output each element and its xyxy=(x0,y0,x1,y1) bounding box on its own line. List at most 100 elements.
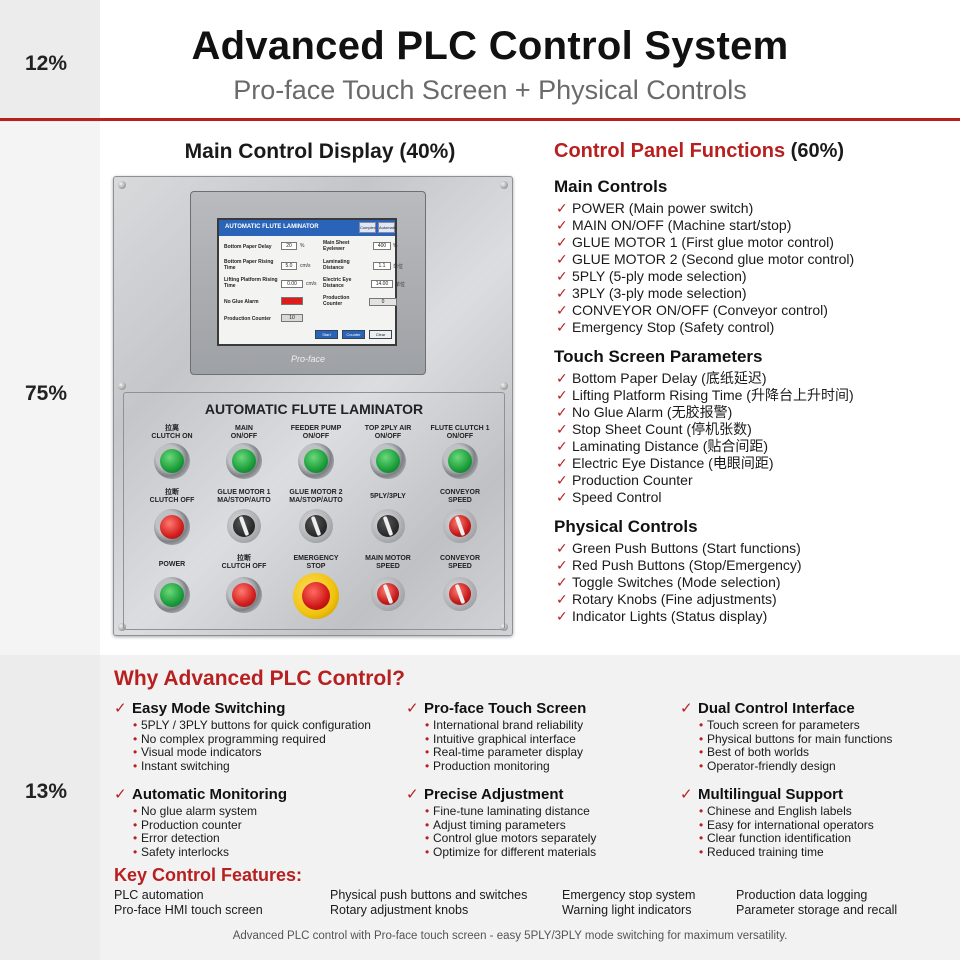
check-icon: ✓ xyxy=(556,608,568,624)
flute-clutch-1-button[interactable] xyxy=(442,443,478,479)
list-item: ✓CONVEYOR ON/OFF (Conveyor control) xyxy=(556,302,854,319)
conveyor-speed-knob-2[interactable] xyxy=(443,577,477,611)
control-label: CONVEYOR SPEED xyxy=(439,489,481,504)
list-item: Safety interlocks xyxy=(133,845,257,860)
feature-list: Touch screen for parameters Physical but… xyxy=(699,718,892,773)
list-item-text: Stop Sheet Count (停机张数) xyxy=(572,421,752,437)
list-item: ✓Stop Sheet Count (停机张数) xyxy=(556,421,854,438)
glue-motor-2-selector[interactable] xyxy=(299,509,333,543)
control-label: MAIN MOTOR SPEED xyxy=(365,555,411,570)
hmi-field-unit: 单位 xyxy=(395,282,406,288)
touch-params-title: Touch Screen Parameters xyxy=(554,347,763,366)
list-item-text: Rotary Knobs (Fine adjustments) xyxy=(572,591,777,607)
power-button[interactable] xyxy=(154,577,190,613)
check-icon: ✓ xyxy=(556,557,568,573)
list-item-text: Green Push Buttons (Start functions) xyxy=(572,540,801,556)
hmi-field-value[interactable]: 400 xyxy=(373,242,391,250)
hmi-field-label: Main Sheet Eyelewer xyxy=(323,240,350,252)
list-item: Optimize for different materials xyxy=(425,845,596,860)
hmi-field-value[interactable]: 1.1 xyxy=(373,262,391,270)
list-item-text: CONVEYOR ON/OFF (Conveyor control) xyxy=(572,302,828,318)
feeder-pump-button[interactable] xyxy=(298,443,334,479)
ply-mode-selector[interactable] xyxy=(371,509,405,543)
list-item: No complex programming required xyxy=(133,732,371,747)
clutch-on-button[interactable] xyxy=(154,443,190,479)
side-band-middle xyxy=(0,122,100,655)
hmi-field-value[interactable]: 20 xyxy=(281,242,297,250)
check-icon: ✓ xyxy=(556,370,568,386)
control-label: 拉离 CLUTCH ON xyxy=(151,425,193,440)
hmi-field-unit: % xyxy=(300,243,305,249)
list-item: Control glue motors separately xyxy=(425,831,596,846)
list-item: Adjust timing parameters xyxy=(425,818,596,833)
list-item: ✓Production Counter xyxy=(556,472,854,489)
hmi-clear-button[interactable]: Clear xyxy=(369,330,392,339)
check-icon: ✓ xyxy=(556,455,568,471)
list-item-text: Laminating Distance (贴合间距) xyxy=(572,438,769,454)
check-icon: ✓ xyxy=(406,700,419,717)
check-icon: ✓ xyxy=(556,404,568,420)
list-item-text: Speed Control xyxy=(572,489,662,505)
main-on-off-button[interactable] xyxy=(226,443,262,479)
main-motor-speed-knob[interactable] xyxy=(371,577,405,611)
glue-motor-1-selector[interactable] xyxy=(227,509,261,543)
list-item-text: Indicator Lights (Status display) xyxy=(572,608,768,624)
feature-title-text: Dual Control Interface xyxy=(698,700,855,717)
side-band-bottom xyxy=(0,655,100,960)
hmi-field-label: Bottom Paper Rising Time xyxy=(224,259,274,271)
list-item-text: Lifting Platform Rising Time (升降台上升时间) xyxy=(572,387,854,403)
side-percent-bottom: 13% xyxy=(24,780,68,803)
control-label: FEEDER PUMP ON/OFF xyxy=(290,425,342,440)
side-band-top xyxy=(0,0,100,122)
page-subtitle: Pro-face Touch Screen + Physical Control… xyxy=(233,75,747,105)
emergency-stop-button[interactable] xyxy=(293,573,339,619)
check-icon: ✓ xyxy=(406,786,419,803)
list-item: Easy for international operators xyxy=(699,818,874,833)
hmi-counter-button[interactable]: Counter xyxy=(342,330,365,339)
list-item: ✓Red Push Buttons (Stop/Emergency) xyxy=(556,557,802,574)
control-label: MAIN ON/OFF xyxy=(230,425,258,440)
control-label: POWER xyxy=(158,561,186,568)
list-item: Clear function identification xyxy=(699,831,874,846)
hmi-alarm-value[interactable]: 00 xyxy=(281,297,303,305)
side-percent-header: 12% xyxy=(24,52,68,75)
hmi-field-value[interactable]: 10 xyxy=(281,314,303,322)
key-feature-item: Parameter storage and recall xyxy=(736,903,898,917)
check-icon: ✓ xyxy=(556,234,568,250)
hmi-field-value[interactable]: 0.00 xyxy=(281,280,303,288)
hmi-title: AUTOMATIC FLUTE LAMINATOR xyxy=(225,224,319,230)
hmi-field-unit: 单位 xyxy=(393,264,404,270)
hmi-field-label: Production Counter xyxy=(323,295,350,307)
hmi-titlebar: AUTOMATIC FLUTE LAMINATOR Complex Automa… xyxy=(219,220,397,236)
feature-title: ✓Automatic Monitoring xyxy=(114,785,287,803)
list-item: ✓Indicator Lights (Status display) xyxy=(556,608,802,625)
feature-list: 5PLY / 3PLY buttons for quick configurat… xyxy=(133,718,371,773)
hmi-tab-automatic[interactable]: Automatic xyxy=(378,222,397,233)
conveyor-speed-knob[interactable] xyxy=(443,509,477,543)
top-2ply-air-button[interactable] xyxy=(370,443,406,479)
check-icon: ✓ xyxy=(556,574,568,590)
clutch-off-button-2[interactable] xyxy=(226,577,262,613)
hmi-tab-complex[interactable]: Complex xyxy=(359,222,376,233)
hmi-display: AUTOMATIC FLUTE LAMINATOR Complex Automa… xyxy=(217,218,405,346)
hmi-field-value[interactable]: 14.00 xyxy=(371,280,393,288)
control-label: EMERGENCY STOP xyxy=(293,555,339,570)
screw-icon xyxy=(118,382,126,390)
hmi-field-unit: cm/s xyxy=(300,263,311,269)
hmi-field-value[interactable]: 0 xyxy=(369,298,397,306)
feature-title: ✓Pro-face Touch Screen xyxy=(406,699,586,717)
check-icon: ✓ xyxy=(556,421,568,437)
list-item: ✓GLUE MOTOR 1 (First glue motor control) xyxy=(556,234,854,251)
screw-icon xyxy=(500,181,508,189)
hmi-start-button[interactable]: Start xyxy=(315,330,338,339)
touch-params-list: ✓Bottom Paper Delay (底纸延迟) ✓Lifting Plat… xyxy=(556,370,854,506)
check-icon: ✓ xyxy=(556,591,568,607)
feature-title: ✓Multilingual Support xyxy=(680,785,843,803)
hmi-field-label: Laminating Distance xyxy=(323,259,350,271)
list-item-text: No Glue Alarm (无胶报警) xyxy=(572,404,733,420)
check-icon: ✓ xyxy=(556,387,568,403)
list-item-text: Emergency Stop (Safety control) xyxy=(572,319,775,335)
clutch-off-button[interactable] xyxy=(154,509,190,545)
list-item-text: GLUE MOTOR 1 (First glue motor control) xyxy=(572,234,834,250)
hmi-field-value[interactable]: 5.0 xyxy=(281,262,297,270)
